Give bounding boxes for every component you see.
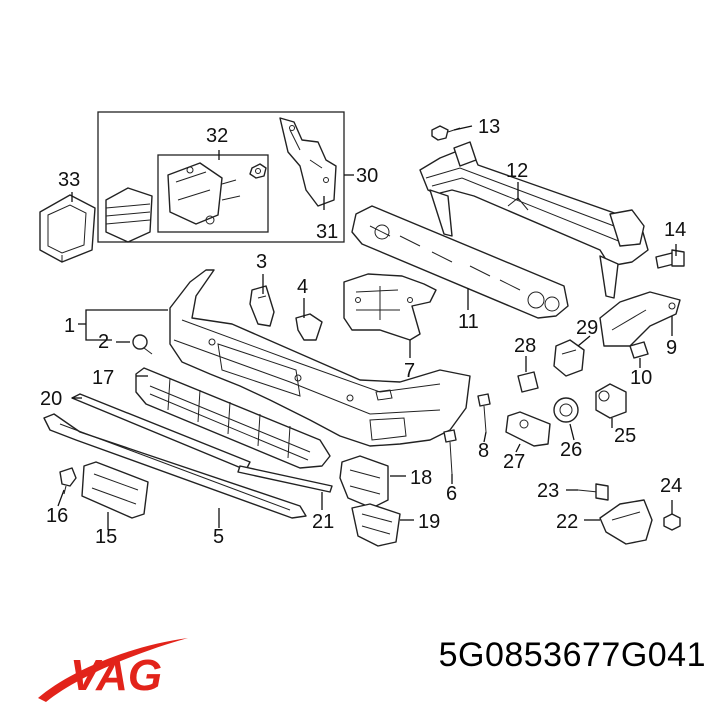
callout-13: 13 [478, 116, 500, 138]
part-4-bracket [295, 313, 323, 341]
radar-module [105, 187, 153, 243]
part-26-sensor-ring [553, 397, 579, 423]
part-5-spoiler [43, 413, 307, 519]
callout-1: 1 [64, 315, 75, 337]
part-29-bracket [553, 339, 585, 377]
sub-kit-outline-box [157, 154, 269, 233]
part-28-sensor [517, 360, 539, 393]
part-20-strip [71, 393, 251, 471]
callout-9: 9 [666, 337, 677, 359]
callout-29: 29 [576, 317, 598, 339]
callout-31: 31 [316, 221, 338, 243]
part-12-reinforcement-bar [419, 141, 649, 299]
part-10-clip [629, 341, 649, 359]
part-2-plug [132, 334, 153, 355]
callout-22: 22 [556, 511, 578, 533]
callout-8: 8 [478, 440, 489, 462]
callout-26: 26 [560, 439, 582, 461]
logo-swoosh [38, 638, 188, 702]
part-8-bolt [477, 393, 491, 433]
part-number: 5G0853677G041 [438, 636, 706, 674]
kit-nut [249, 163, 267, 179]
callout-7: 7 [404, 360, 415, 382]
part-33-sensor-cover [39, 194, 96, 263]
callout-24: 24 [660, 475, 682, 497]
callout-12: 12 [506, 160, 528, 182]
part-17-grille [135, 367, 331, 469]
part-6-bolt [443, 429, 457, 475]
callout-25: 25 [614, 425, 636, 447]
callout-21: 21 [312, 511, 334, 533]
callout-2: 2 [98, 331, 109, 353]
part-27-sensor-holder [505, 411, 551, 447]
callout-32: 32 [206, 125, 228, 147]
part-11-absorber [351, 205, 569, 319]
part-15-plate-bracket [81, 461, 149, 519]
part-23-bolt [577, 483, 609, 501]
part-19-grille-insert [351, 503, 401, 547]
part-16-clip [59, 467, 77, 495]
callout-27: 27 [503, 451, 525, 473]
part-7-side-bracket [343, 273, 437, 341]
callout-16: 16 [46, 505, 68, 527]
part-9-side-guide [599, 291, 681, 347]
callout-19: 19 [418, 511, 440, 533]
callout-6: 6 [446, 483, 457, 505]
part-30-mount-bracket [279, 117, 337, 207]
callout-11: 11 [458, 311, 479, 333]
callout-18: 18 [410, 467, 432, 489]
vag-logo: VAG [28, 632, 228, 717]
part-25-sensor [595, 383, 627, 419]
callout-17: 17 [92, 367, 114, 389]
kit-outline-box [97, 111, 345, 243]
callout-labels: 1 2 3 4 5 6 7 8 9 10 11 12 13 14 15 16 1… [40, 116, 686, 548]
part-14-bolt [655, 249, 685, 269]
part-24-nut [663, 513, 681, 531]
part-3-bracket [249, 285, 275, 327]
callout-28: 28 [514, 335, 536, 357]
callout-10: 10 [630, 367, 652, 389]
part-22-bracket [599, 499, 653, 545]
callout-33: 33 [58, 169, 80, 191]
part-13-bolt [431, 125, 461, 141]
logo-text: VAG [70, 651, 162, 700]
callout-15: 15 [95, 526, 117, 548]
callout-14: 14 [664, 219, 686, 241]
callout-30: 30 [356, 165, 378, 187]
leader-lines [57, 125, 677, 530]
callout-20: 20 [40, 388, 62, 410]
part-18-fog-bracket [339, 455, 389, 509]
callout-5: 5 [213, 526, 224, 548]
callout-4: 4 [297, 276, 308, 298]
part-1-bumper-cover [169, 269, 471, 447]
callout-23: 23 [537, 480, 559, 502]
callout-3: 3 [256, 251, 267, 273]
radar-bracket [167, 162, 241, 225]
part-21-strip [237, 465, 333, 493]
